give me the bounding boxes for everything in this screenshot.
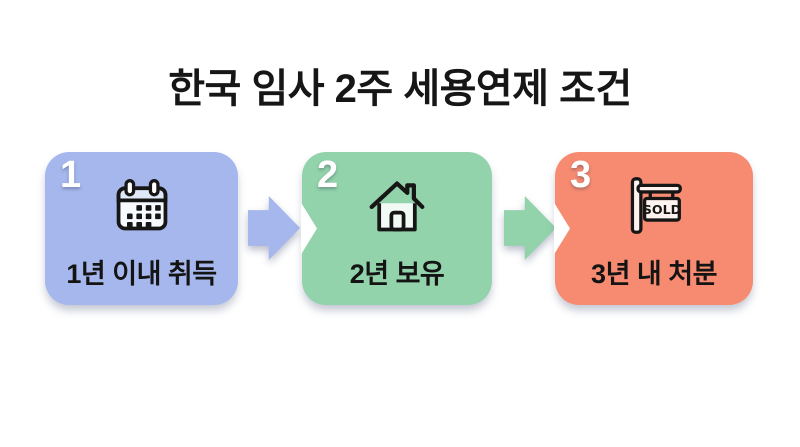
step-number: 3 bbox=[570, 154, 592, 196]
step-box-1: 1 1년 이내 취득 bbox=[45, 152, 238, 305]
page-title: 한국 임사 2주 세용연제 조건 bbox=[168, 67, 632, 111]
house-icon bbox=[367, 176, 427, 236]
step-number: 1 bbox=[60, 154, 82, 196]
chevron-notch bbox=[301, 202, 317, 255]
arrow-right-icon bbox=[248, 196, 300, 260]
step-box-2: 2 2년 보유 bbox=[301, 152, 492, 305]
step-label: 2년 보유 bbox=[349, 259, 445, 289]
step-label: 3년 내 처분 bbox=[591, 259, 717, 289]
step-box-3: 3 SOLD 3년 내 처분 bbox=[554, 152, 753, 305]
step-number: 2 bbox=[317, 154, 339, 196]
sold-sign-icon: SOLD bbox=[624, 176, 684, 236]
arrow-right-icon bbox=[504, 196, 556, 260]
chevron-notch bbox=[554, 202, 570, 255]
sold-sign-text: SOLD bbox=[643, 202, 681, 217]
calendar-icon bbox=[112, 176, 172, 236]
step-label: 1년 이내 취득 bbox=[66, 259, 217, 289]
